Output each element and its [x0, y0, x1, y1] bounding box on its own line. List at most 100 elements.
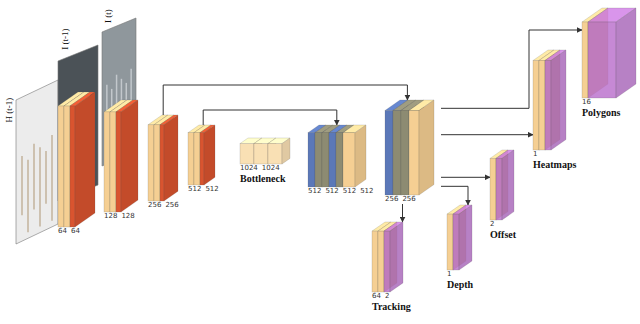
- slab-front: [539, 61, 545, 151]
- layer-stack: [240, 138, 300, 164]
- slab-front: [254, 144, 268, 164]
- slab-front: [268, 144, 282, 164]
- tensor-size: 512: [205, 185, 218, 194]
- slab-side: [393, 100, 408, 195]
- frame-detail: [33, 144, 35, 210]
- slab-side: [355, 125, 366, 187]
- head-row: Tracking: [372, 301, 411, 313]
- slab-side: [164, 115, 178, 201]
- slab-side: [343, 125, 354, 187]
- slab-front: [409, 111, 419, 196]
- head-row: Offset: [490, 229, 516, 241]
- layer-stack: [447, 205, 489, 270]
- block-label: Polygons: [582, 107, 620, 119]
- slab-side: [419, 100, 434, 195]
- size-row: 16: [582, 98, 591, 107]
- slab-front: [496, 158, 502, 220]
- decoder-block: 512 512 512 512: [308, 125, 380, 196]
- slab-front: [116, 112, 121, 212]
- tensor-size: 256: [385, 195, 398, 204]
- size-row: 64 64: [58, 227, 80, 236]
- slab-front: [188, 133, 194, 185]
- output-head: 2Offset: [490, 150, 526, 241]
- layer-slabs: [447, 205, 472, 270]
- frame-label: I (t-1): [60, 28, 71, 49]
- slab-front: [453, 214, 459, 270]
- slab-side: [75, 92, 95, 227]
- frame-detail: [27, 160, 29, 233]
- tensor-size: 1024: [240, 164, 258, 173]
- tensor-size: 64: [58, 227, 67, 236]
- slab-front: [447, 214, 453, 270]
- tensor-size: 16: [582, 98, 591, 107]
- layer-stack: [385, 100, 441, 195]
- frame-label: H (t-1): [4, 98, 15, 123]
- slab-front: [385, 111, 393, 196]
- layer-slabs: [385, 100, 434, 195]
- slab-front: [329, 133, 336, 187]
- layer-slabs: [372, 222, 403, 292]
- slab-side: [378, 222, 391, 292]
- slab-side: [616, 8, 636, 98]
- slab-front: [372, 231, 378, 292]
- block-label: Offset: [490, 229, 516, 241]
- layer-stack: [582, 8, 636, 98]
- tensor-size: 2: [490, 220, 494, 229]
- slab-side: [551, 50, 566, 150]
- layer-stack: [58, 92, 102, 227]
- slab-front: [104, 112, 110, 212]
- size-row: 128128: [104, 212, 135, 221]
- tensor-size: 64: [372, 292, 381, 301]
- size-row: 512 512 512 512: [308, 187, 374, 196]
- layer-slabs: [308, 125, 366, 187]
- output-head: 1Depth: [447, 205, 489, 291]
- decoder-block: 256256: [385, 100, 441, 204]
- layer-stack: [188, 125, 226, 185]
- layer-slabs: [240, 138, 290, 164]
- tensor-size: 64: [71, 227, 80, 236]
- frame-detail: [45, 151, 47, 204]
- output-head: 1Heatmaps: [533, 50, 577, 171]
- tensor-size: 512: [325, 187, 338, 196]
- block-label: Bottleneck: [240, 173, 286, 185]
- skip-connection: [441, 177, 490, 178]
- tensor-size: 512: [343, 187, 356, 196]
- skip-connection: [441, 186, 468, 205]
- slab-side: [121, 100, 138, 212]
- slab-front: [58, 106, 64, 227]
- frame-detail: [51, 135, 53, 221]
- slab-side: [282, 138, 290, 164]
- layer-stack: [372, 222, 420, 292]
- slab-front: [70, 106, 75, 227]
- block-label: Depth: [447, 279, 473, 291]
- tensor-size: 512: [188, 185, 201, 194]
- slab-front: [194, 133, 200, 185]
- tensor-size: 1: [533, 150, 537, 159]
- tensor-size: 512: [308, 187, 321, 196]
- frame-detail: [39, 147, 41, 226]
- tensor-size: 1: [447, 270, 451, 279]
- bottleneck-block: 10241024Bottleneck: [240, 138, 300, 185]
- frame-detail: [21, 156, 23, 215]
- layer-slabs: [490, 150, 514, 220]
- slab-front: [401, 111, 409, 196]
- slab-front: [545, 61, 551, 151]
- slab-front: [393, 111, 401, 196]
- layer-slabs: [148, 115, 178, 201]
- layer-stack: [148, 115, 186, 201]
- slab-front: [343, 133, 355, 187]
- head-row: Depth: [447, 279, 473, 291]
- encoder-block: 256256: [148, 115, 186, 210]
- layer-slabs: [58, 92, 95, 227]
- slab-front: [322, 133, 329, 187]
- slab-side: [390, 222, 403, 292]
- slab-front: [582, 22, 588, 98]
- tensor-size: 2: [385, 292, 389, 301]
- slab-front: [336, 133, 343, 187]
- head-row: Bottleneck: [240, 173, 286, 185]
- input-frame: H (t-1): [2, 78, 60, 246]
- layer-stack: [533, 50, 577, 150]
- tensor-size: 512: [360, 187, 373, 196]
